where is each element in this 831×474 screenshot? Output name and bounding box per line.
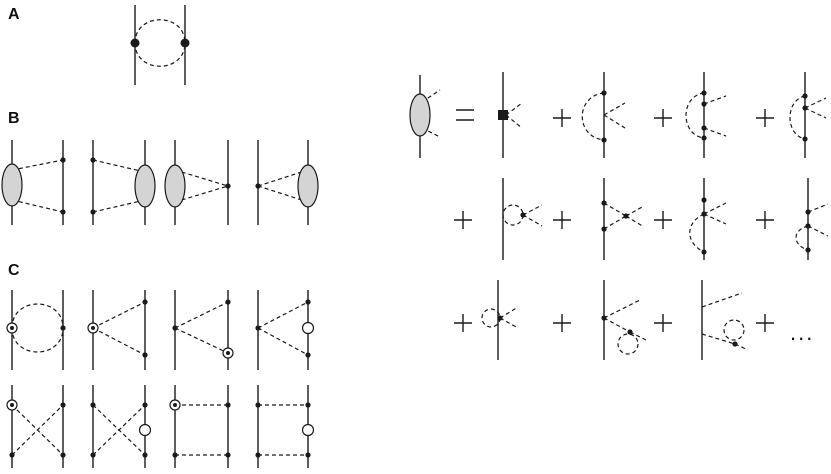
diagram-c5 (6, 385, 66, 468)
diagram-c2 (87, 290, 148, 370)
ellipsis: ... (790, 320, 815, 345)
diagram-b3 (164, 140, 231, 225)
term-r3-2 (601, 280, 647, 360)
panel-label-b: B (8, 110, 20, 127)
plus-r2-0 (454, 211, 472, 229)
plus-r2-3 (756, 211, 774, 229)
diagram-a (130, 5, 190, 85)
diagram-c6 (90, 385, 152, 468)
equals-sign (456, 109, 474, 121)
diagram-c1 (6, 290, 66, 370)
plus-r3-1 (553, 314, 571, 332)
term-r1-3 (685, 72, 727, 158)
diagram-c3 (172, 290, 234, 370)
term-r2-3 (689, 178, 727, 260)
term-r3-1 (481, 280, 519, 360)
diagram-b2 (90, 140, 156, 225)
plus-r3-0 (454, 314, 472, 332)
panel-label-a: A (8, 6, 20, 23)
plus-r2-1 (553, 211, 571, 229)
plus-r3-3 (756, 314, 774, 332)
diagram-c7 (169, 385, 231, 468)
diagram-b4 (255, 140, 319, 225)
plus-r1-2 (654, 109, 672, 127)
plus-r3-2 (654, 314, 672, 332)
diagram-b1 (1, 140, 66, 225)
term-r2-1 (502, 178, 543, 260)
plus-r1-1 (553, 109, 571, 127)
term-r3-3 (701, 280, 749, 360)
diagram-c8 (255, 385, 315, 468)
diagram-c4 (255, 290, 315, 370)
term-r2-2 (601, 178, 645, 260)
plus-r1-3 (756, 109, 774, 127)
term-r1-2 (581, 72, 626, 158)
expansion-lhs (409, 75, 441, 158)
plus-r2-2 (654, 211, 672, 229)
term-r2-4 (795, 178, 829, 260)
panel-label-c: C (8, 262, 20, 279)
term-r1-4 (789, 72, 827, 158)
term-r1-1 (498, 72, 523, 158)
